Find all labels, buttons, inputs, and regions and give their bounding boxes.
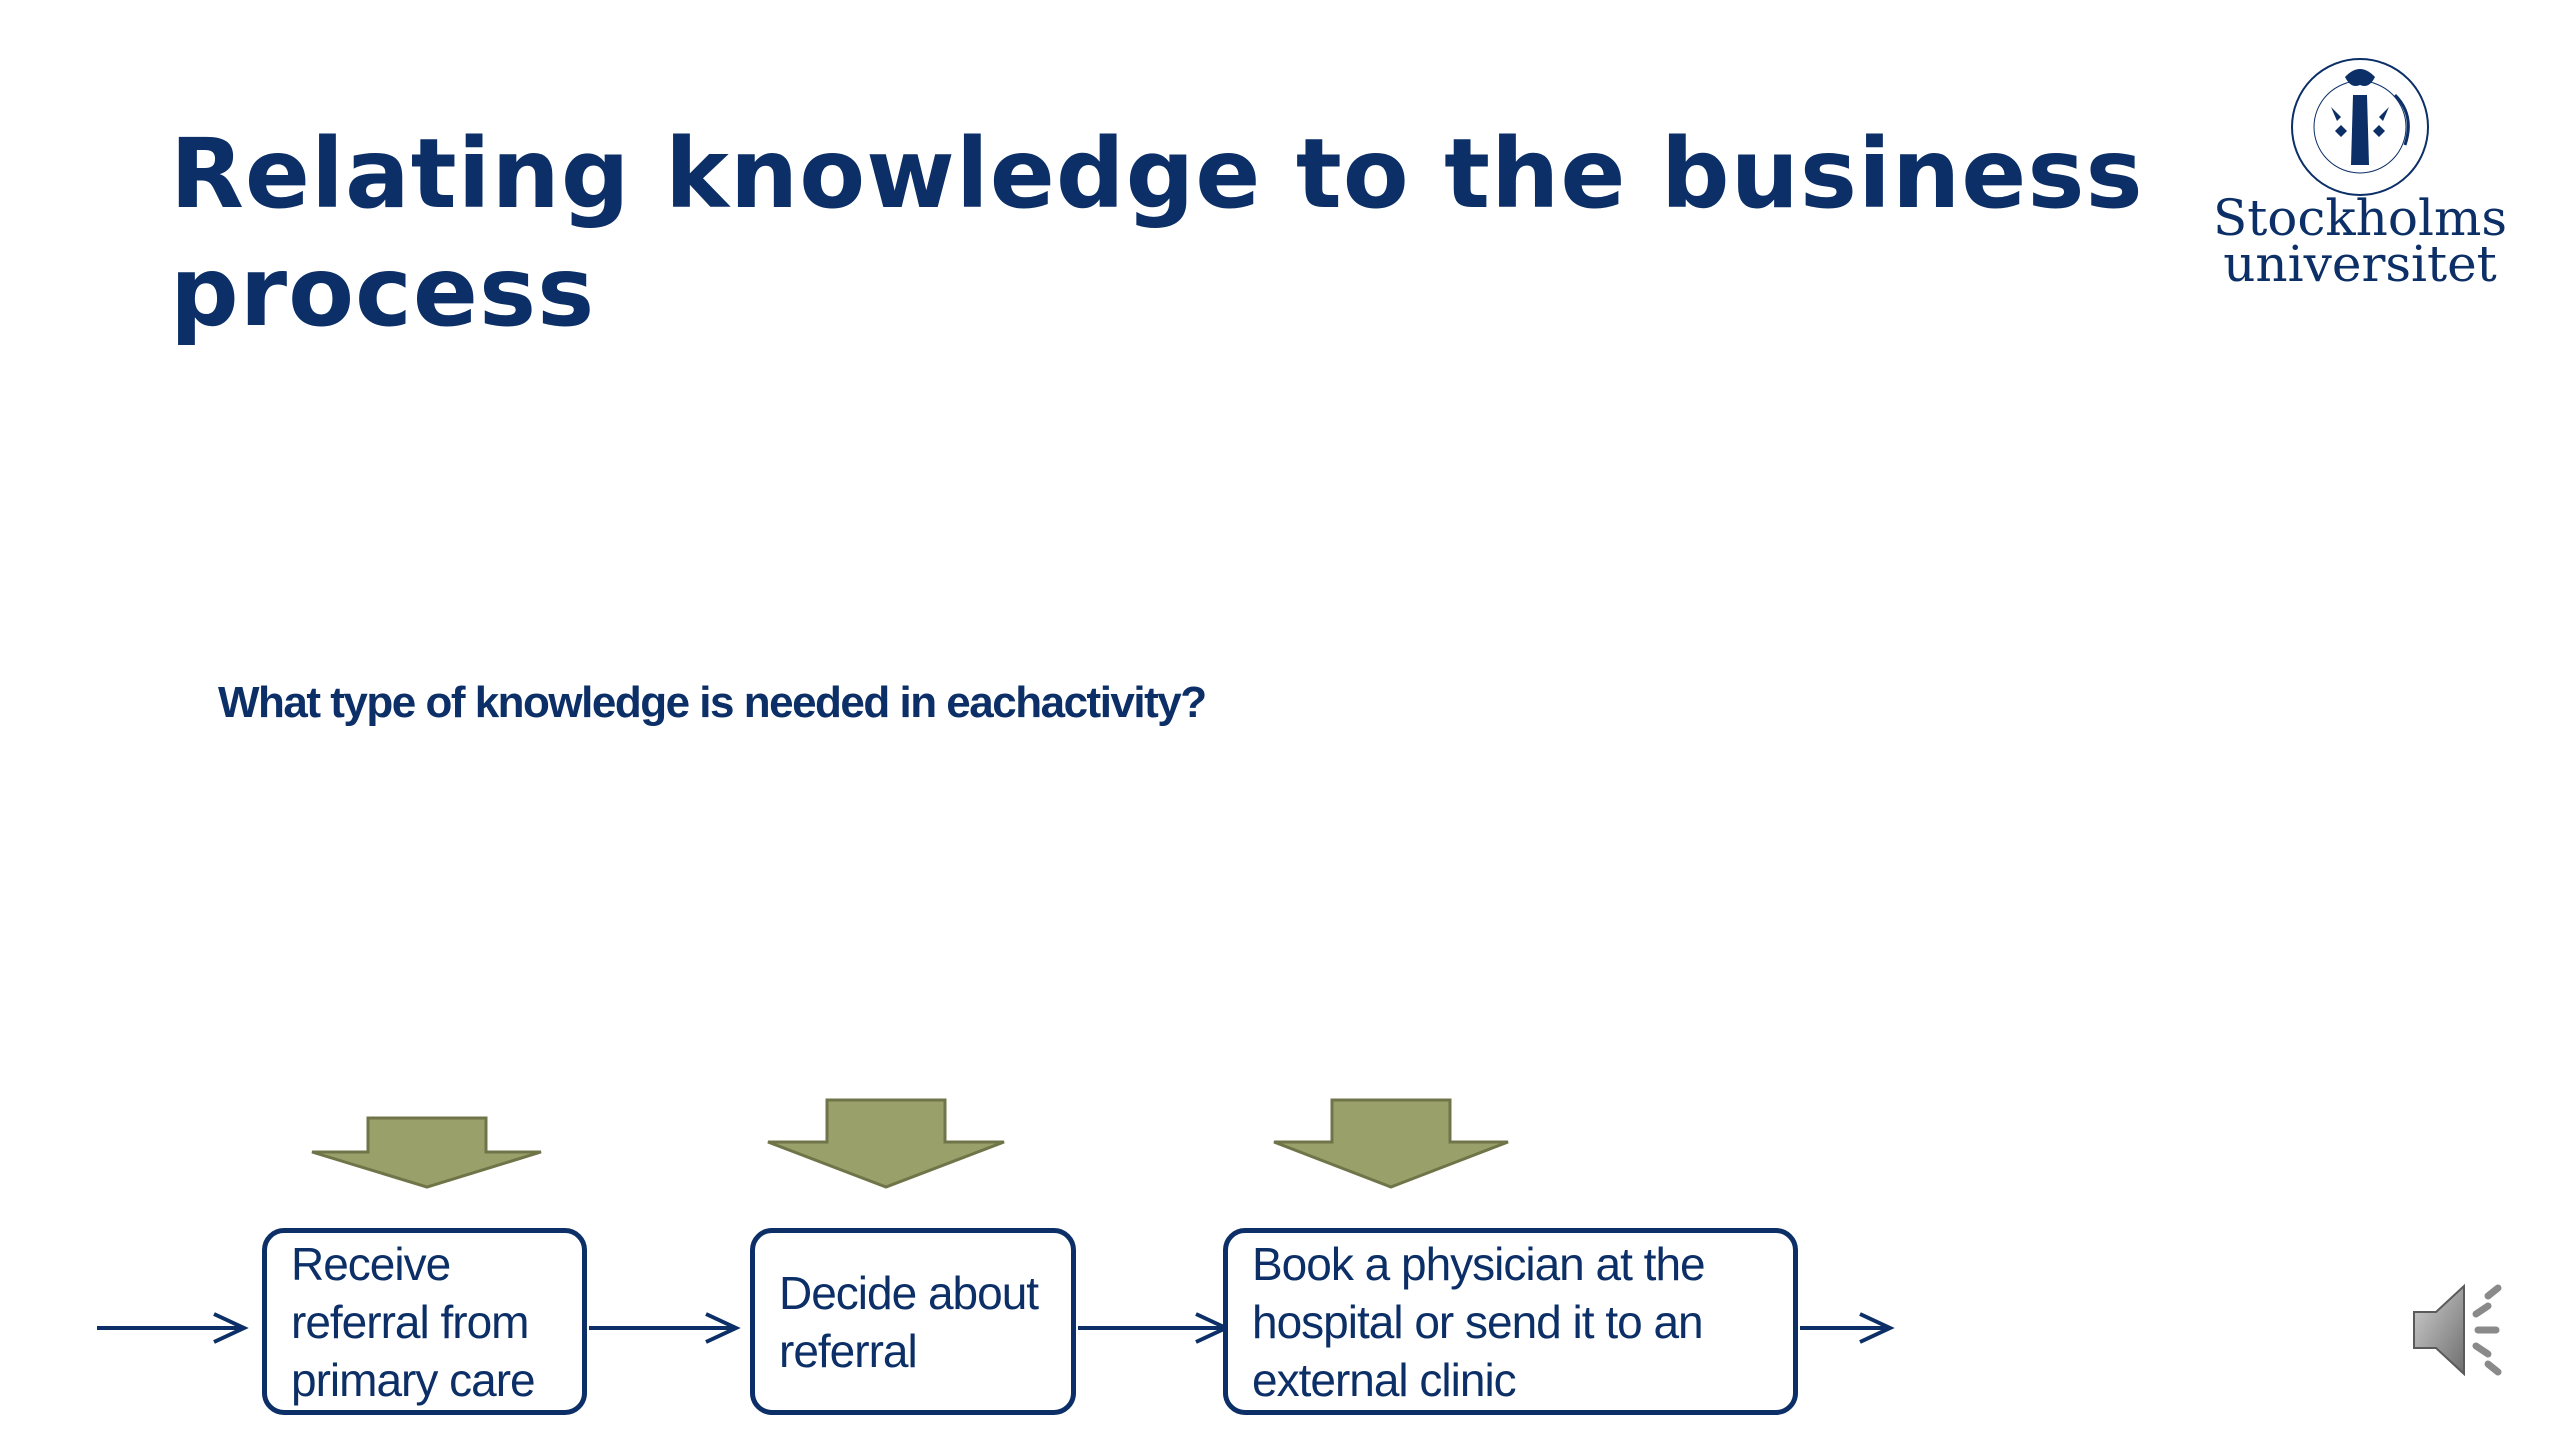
slide-title-line-1: Relating knowledge to the business (170, 118, 2144, 230)
step-2-line-2: referral (779, 1324, 918, 1377)
knowledge-input-arrow-1 (311, 1116, 542, 1189)
step-3-line-2: hospital or send it to an (1252, 1295, 1704, 1348)
process-step-decide-referral: Decide about referral (750, 1228, 1076, 1415)
step-1-line-3: primary care (291, 1353, 536, 1406)
step-3-line-1: Book a physician at the (1252, 1237, 1706, 1290)
step-2-line-1: Decide about (779, 1266, 1039, 1319)
step-3-line-3: external clinic (1252, 1353, 1517, 1406)
knowledge-input-arrow-2 (767, 1098, 1005, 1189)
university-name: Stockholms universitet (2200, 189, 2520, 293)
process-step-book-physician: Book a physician at the hospital or send… (1223, 1228, 1798, 1415)
step-1-line-2: referral from (291, 1295, 529, 1348)
speaker-volume-icon (2413, 1283, 2502, 1377)
university-name-line-2: universitet (2223, 235, 2497, 293)
university-seal-icon (2291, 58, 2429, 196)
university-logo: Stockholms universitet (2200, 55, 2520, 315)
university-name-line-1: Stockholms (2212, 189, 2508, 247)
step-1-line-1: Receive (291, 1237, 451, 1290)
question-text: What type of knowledge is needed in each… (218, 678, 1207, 727)
slide-title: Relating knowledge to the business proce… (170, 115, 2150, 351)
speaker-button[interactable] (2400, 1270, 2520, 1395)
knowledge-input-arrow-3 (1273, 1098, 1509, 1189)
process-step-receive-referral: Receive referral from primary care (262, 1228, 587, 1415)
slide-title-line-2: process (170, 236, 596, 348)
